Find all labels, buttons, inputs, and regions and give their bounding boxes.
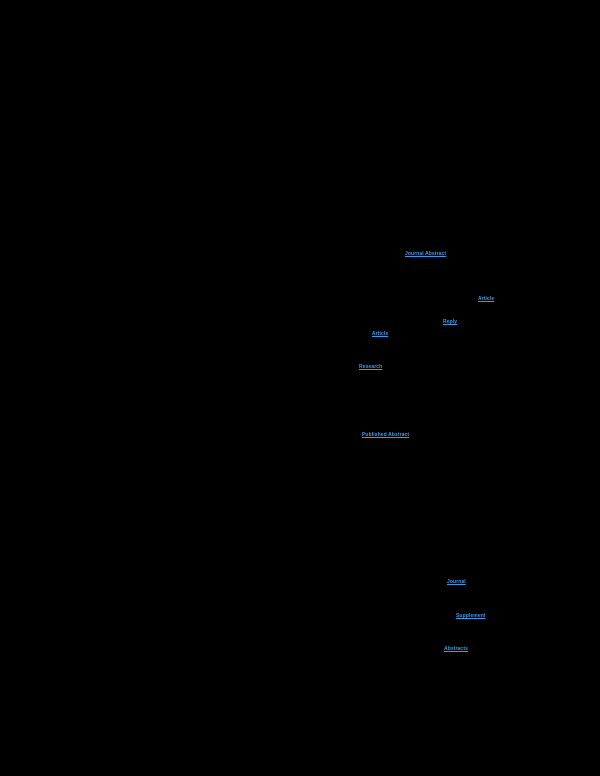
document-link[interactable]: Research [359,364,383,370]
document-link[interactable]: Article [478,296,495,302]
document-link[interactable]: Abstracts [444,646,468,652]
document-link[interactable]: Supplement [456,613,486,619]
document-link[interactable]: Reply [443,319,458,325]
document-link[interactable]: Published Abstract [362,432,410,438]
document-link[interactable]: Journal Abstract [405,251,447,257]
document-link[interactable]: Journal [447,579,466,585]
document-link[interactable]: Article [372,331,389,337]
